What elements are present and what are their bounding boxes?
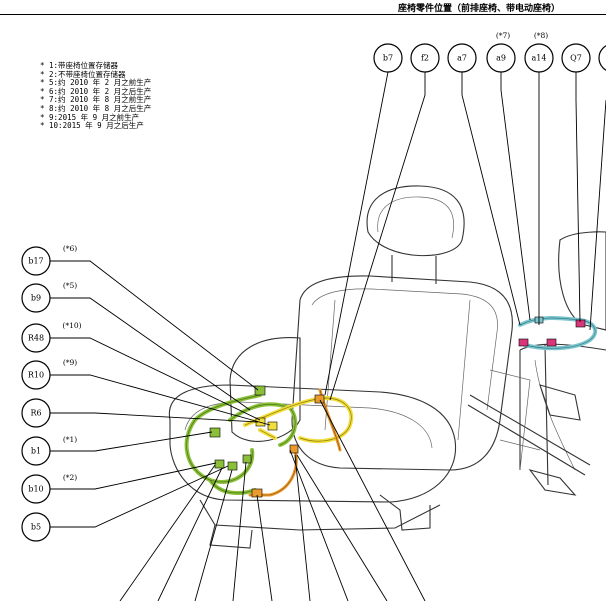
callout-b7: b7 xyxy=(373,43,403,73)
callout-note: (*7) xyxy=(496,31,510,40)
callout-b5: b5 xyxy=(21,512,51,542)
footnote: * 8:约 2010 年 8 月之后生产 xyxy=(40,103,152,113)
callout-b1: b1 (*1) xyxy=(21,435,77,466)
callout-label: a9 xyxy=(496,54,506,63)
callout-note: (*6) xyxy=(63,244,77,253)
callout-note: (*9) xyxy=(63,358,77,367)
callout-f2: f2 xyxy=(410,43,440,73)
front-seat-illustration xyxy=(168,185,606,549)
callout-q7: Q7 xyxy=(561,43,591,73)
callout-label: b17 xyxy=(28,257,43,266)
callout-b10: b10 (*2) xyxy=(21,473,77,504)
footnote: * 9:2015 年 9 月之前生产 xyxy=(40,112,140,122)
footnote: * 6:约 2010 年 2 月之后生产 xyxy=(40,86,152,96)
top-callouts: b7 f2 a7 (*7) a9 (*8) a14 Q7 xyxy=(373,31,606,73)
callout-label: b10 xyxy=(28,485,43,494)
footnote: * 2:不带座椅位置存储器 xyxy=(40,69,126,79)
callout-label: a14 xyxy=(532,54,547,63)
callout-b9: b9 (*5) xyxy=(21,281,77,313)
callout-note: (*8) xyxy=(534,31,548,40)
callout-note: (*2) xyxy=(63,473,77,482)
callout-a7: a7 xyxy=(447,43,477,73)
callout-note: (*1) xyxy=(63,435,77,444)
callout-label: a7 xyxy=(457,54,467,63)
page-title: 座椅零件位置（前排座椅、带电动座椅） xyxy=(397,4,560,14)
callout-a14: (*8) a14 xyxy=(524,31,554,73)
callout-partial xyxy=(598,45,606,71)
footnote: * 10:2015 年 9 月之后生产 xyxy=(40,121,144,131)
callout-label: R6 xyxy=(30,409,41,418)
callout-label: b7 xyxy=(383,54,393,63)
callout-label: b5 xyxy=(31,523,41,532)
footnote: * 7:约 2010 年 8 月之前生产 xyxy=(40,95,152,105)
wiring-harness xyxy=(184,316,598,498)
callout-label: f2 xyxy=(421,54,429,63)
title-bar: 座椅零件位置（前排座椅、带电动座椅） xyxy=(0,0,606,15)
callout-a9: (*7) a9 xyxy=(486,31,516,73)
callout-note: (*5) xyxy=(63,281,77,290)
footnote: * 5:约 2010 年 2 月之前生产 xyxy=(40,78,152,88)
callout-label: R10 xyxy=(28,371,44,380)
footnote-list: * 1:带座椅位置存储器 * 2:不带座椅位置存储器 * 5:约 2010 年 … xyxy=(40,61,152,131)
callout-b17: b17 (*6) xyxy=(21,244,77,276)
callout-r6: R6 xyxy=(21,398,51,428)
left-callouts: b17 (*6) b9 (*5) R48 (*10) R10 (*9) R6 b… xyxy=(21,244,82,542)
callout-r10: R10 (*9) xyxy=(21,358,77,390)
callout-label: R48 xyxy=(28,334,44,343)
callout-r48: R48 (*10) xyxy=(21,321,82,353)
callout-label: b1 xyxy=(31,447,41,456)
callout-label: Q7 xyxy=(570,54,582,63)
callout-label: b9 xyxy=(31,294,41,303)
leader-lines xyxy=(50,71,606,601)
footnote: * 1:带座椅位置存储器 xyxy=(40,61,119,70)
callout-note: (*10) xyxy=(62,321,81,330)
